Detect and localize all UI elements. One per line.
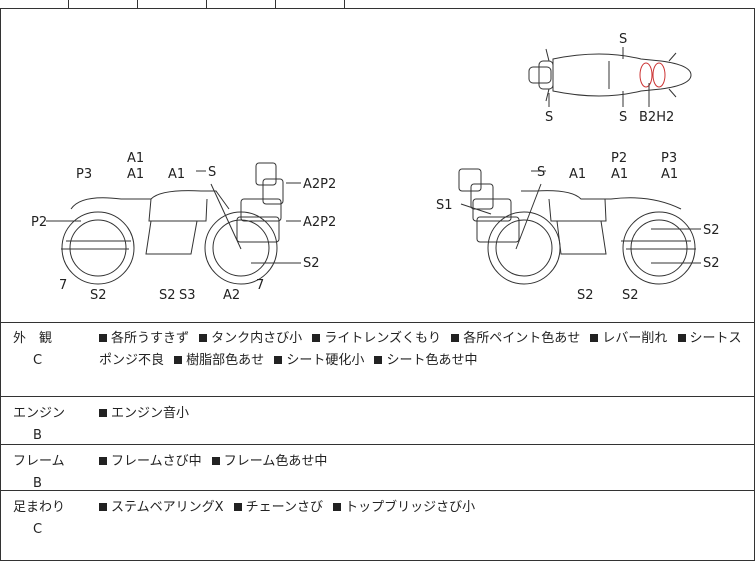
damage-label: S2 xyxy=(703,256,720,271)
category-name: エンジン xyxy=(13,406,66,421)
strip-cell xyxy=(207,0,276,8)
bullet-square-icon xyxy=(99,457,107,465)
bullet-square-icon xyxy=(174,356,183,364)
damage-label: S xyxy=(619,110,627,125)
condition-item: エンジン音小 xyxy=(99,406,189,421)
condition-item: ライトレンズくもり xyxy=(312,331,441,346)
damage-label: A1 xyxy=(569,167,586,182)
bullet-square-icon xyxy=(199,334,208,342)
damage-diagram: S S S B2H2 P2 A1 P3 A1 S A2P2 A1 A2P2 S2… xyxy=(0,8,755,323)
damage-label: A2P2 xyxy=(303,177,336,192)
damage-label: P2 xyxy=(31,215,47,230)
damage-label: P3 xyxy=(661,151,677,166)
condition-item: 各所ペイント色あせ xyxy=(451,331,580,346)
condition-item: フレーム色あせ中 xyxy=(211,454,327,469)
condition-items: エンジン音小 xyxy=(99,403,747,425)
section-category: フレーム B xyxy=(13,451,83,495)
damage-label: S2 xyxy=(577,288,594,303)
left-side-motorcycle-icon xyxy=(61,162,284,285)
damage-label: S xyxy=(619,32,627,47)
category-grade: C xyxy=(33,522,43,537)
damage-label: P2 xyxy=(611,151,627,166)
condition-item: ステムベアリングX xyxy=(99,500,224,515)
category-grade: C xyxy=(33,353,43,368)
bullet-square-icon xyxy=(99,409,107,417)
category-name: フレーム xyxy=(13,454,65,469)
damage-label: A1 xyxy=(168,167,185,182)
condition-item: タンク内さび小 xyxy=(199,331,302,346)
category-name: 足まわり xyxy=(13,500,66,515)
bullet-square-icon xyxy=(590,334,599,342)
damage-label: S xyxy=(537,165,545,180)
damage-label: 7 xyxy=(59,278,67,293)
bullet-square-icon xyxy=(677,334,686,342)
damage-label: A1 xyxy=(661,167,678,182)
bullet-square-icon xyxy=(374,356,383,364)
section-category: エンジン B xyxy=(13,403,83,447)
top-table-strip xyxy=(0,0,755,8)
damage-label: S3 xyxy=(179,288,196,303)
category-grade: B xyxy=(33,476,42,491)
condition-items: フレームさび中 フレーム色あせ中 xyxy=(99,451,747,473)
category-name: 外 観 xyxy=(13,331,53,346)
bullet-square-icon xyxy=(211,457,220,465)
damage-label: P3 xyxy=(76,167,92,182)
condition-item: レバー削れ xyxy=(590,331,667,346)
damage-label: A2P2 xyxy=(303,215,336,230)
condition-item: シートスポンジ不良 xyxy=(99,331,742,368)
strip-cell xyxy=(69,0,138,8)
condition-item: シート色あせ中 xyxy=(374,353,477,368)
damage-label: A1 xyxy=(611,167,628,182)
bullet-square-icon xyxy=(233,503,242,511)
condition-item: フレームさび中 xyxy=(99,454,202,469)
condition-item: シート硬化小 xyxy=(274,353,364,368)
condition-items: ステムベアリングX チェーンさび トップブリッジさび小 xyxy=(99,497,747,519)
motorcycle-diagram-svg: S S S B2H2 P2 A1 P3 A1 S A2P2 A1 A2P2 S2… xyxy=(31,32,720,303)
condition-item: 樹脂部色あせ xyxy=(174,353,264,368)
bullet-square-icon xyxy=(333,503,342,511)
section-category: 足まわり C xyxy=(13,497,83,541)
bullet-square-icon xyxy=(312,334,321,342)
condition-item: チェーンさび xyxy=(233,500,323,515)
damage-label: A2 xyxy=(223,288,240,303)
damage-label: A1 xyxy=(127,151,144,166)
damage-label: A1 xyxy=(127,167,144,182)
damage-label: 7 xyxy=(256,278,264,293)
section-row-frame: フレーム B フレームさび中 フレーム色あせ中 xyxy=(0,445,755,491)
damage-label: B2H2 xyxy=(639,110,674,125)
damage-label: S1 xyxy=(436,198,453,213)
damage-label: S xyxy=(545,110,553,125)
bullet-square-icon xyxy=(451,334,460,342)
section-category: 外 観 C xyxy=(13,328,83,372)
strip-cell xyxy=(0,0,69,8)
bullet-square-icon xyxy=(99,334,107,342)
right-side-motorcycle-icon xyxy=(458,168,696,285)
category-grade: B xyxy=(33,428,42,443)
section-row-exterior: 外 観 C 各所うすきず タンク内さび小 ライトレンズくもり 各所ペイント色あせ… xyxy=(0,322,755,397)
top-view-motorcycle-icon xyxy=(528,48,692,102)
damage-label: S2 xyxy=(159,288,176,303)
condition-item: トップブリッジさび小 xyxy=(333,500,475,515)
bullet-square-icon xyxy=(274,356,283,364)
section-row-engine: エンジン B エンジン音小 xyxy=(0,397,755,445)
damage-label: S2 xyxy=(703,223,720,238)
damage-label: S xyxy=(208,165,216,180)
condition-items: 各所うすきず タンク内さび小 ライトレンズくもり 各所ペイント色あせ レバー削れ… xyxy=(99,328,747,372)
damage-label: S2 xyxy=(90,288,107,303)
condition-item: 各所うすきず xyxy=(99,331,189,346)
bullet-square-icon xyxy=(99,503,107,511)
strip-cell xyxy=(138,0,207,8)
damage-label: S2 xyxy=(303,256,320,271)
damage-label: S2 xyxy=(622,288,639,303)
section-row-suspension: 足まわり C ステムベアリングX チェーンさび トップブリッジさび小 xyxy=(0,491,755,561)
strip-cell xyxy=(276,0,345,8)
